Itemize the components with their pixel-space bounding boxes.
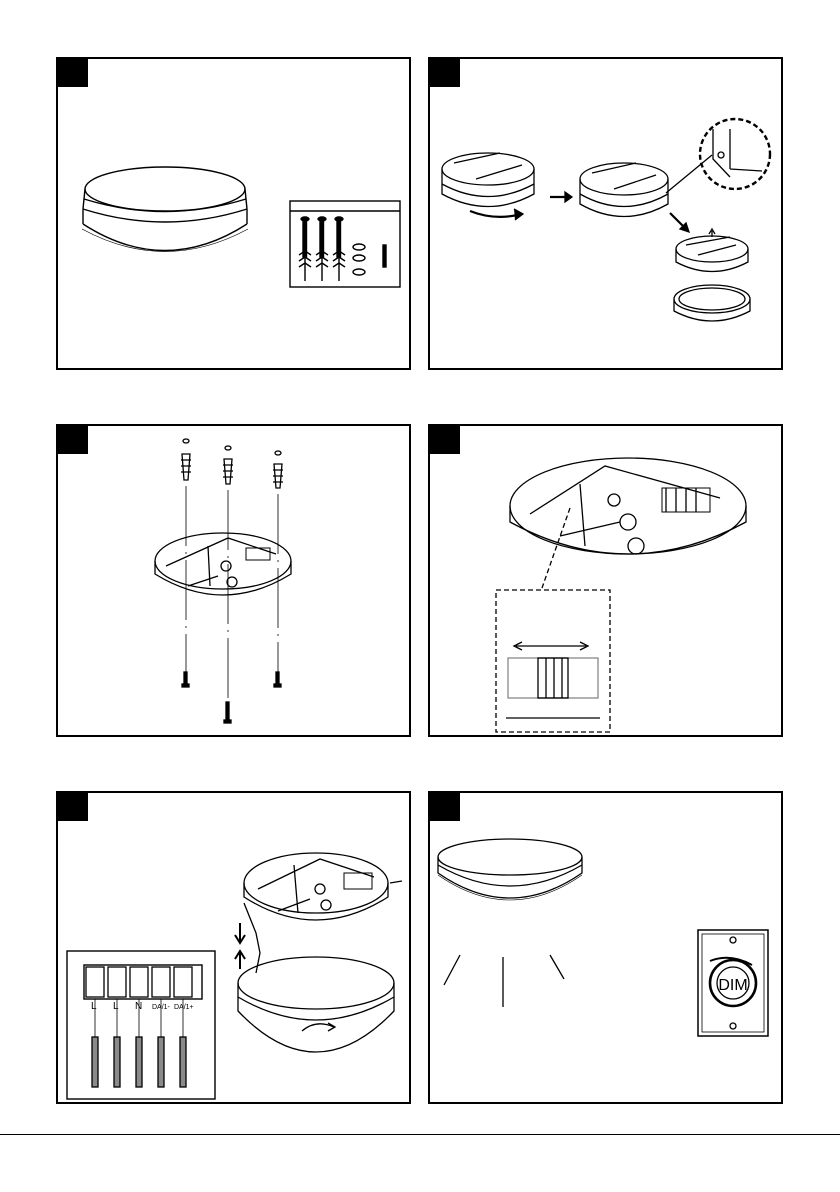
terminal-label-l1: L [91, 1001, 97, 1012]
wires [92, 1037, 186, 1087]
step-5-illustration: L L N DA/1- DA/1+ [58, 793, 413, 1106]
fixing-kit-box [290, 201, 400, 287]
step-4-panel [428, 424, 783, 737]
step-2-panel [428, 57, 783, 370]
step-1-panel [56, 57, 411, 370]
step-1-illustration [58, 59, 413, 372]
step-4-illustration [430, 426, 785, 739]
terminal-label-n: N [135, 1001, 142, 1012]
terminal-label-da-plus: DA/1+ [174, 1004, 194, 1011]
step-6-panel: DIM [428, 791, 783, 1104]
terminal-label-l2: L [113, 1001, 119, 1012]
step-5-panel: L L N DA/1- DA/1+ [56, 791, 411, 1104]
step-3-panel [56, 424, 411, 737]
dimmer-label: DIM [718, 977, 747, 994]
wall-plugs [181, 439, 283, 488]
step-2-illustration [430, 59, 785, 372]
step-3-illustration [58, 426, 413, 739]
footer-divider [0, 1134, 840, 1135]
terminal-label-da-minus: DA/1- [152, 1004, 171, 1011]
step-6-illustration: DIM [430, 793, 785, 1106]
